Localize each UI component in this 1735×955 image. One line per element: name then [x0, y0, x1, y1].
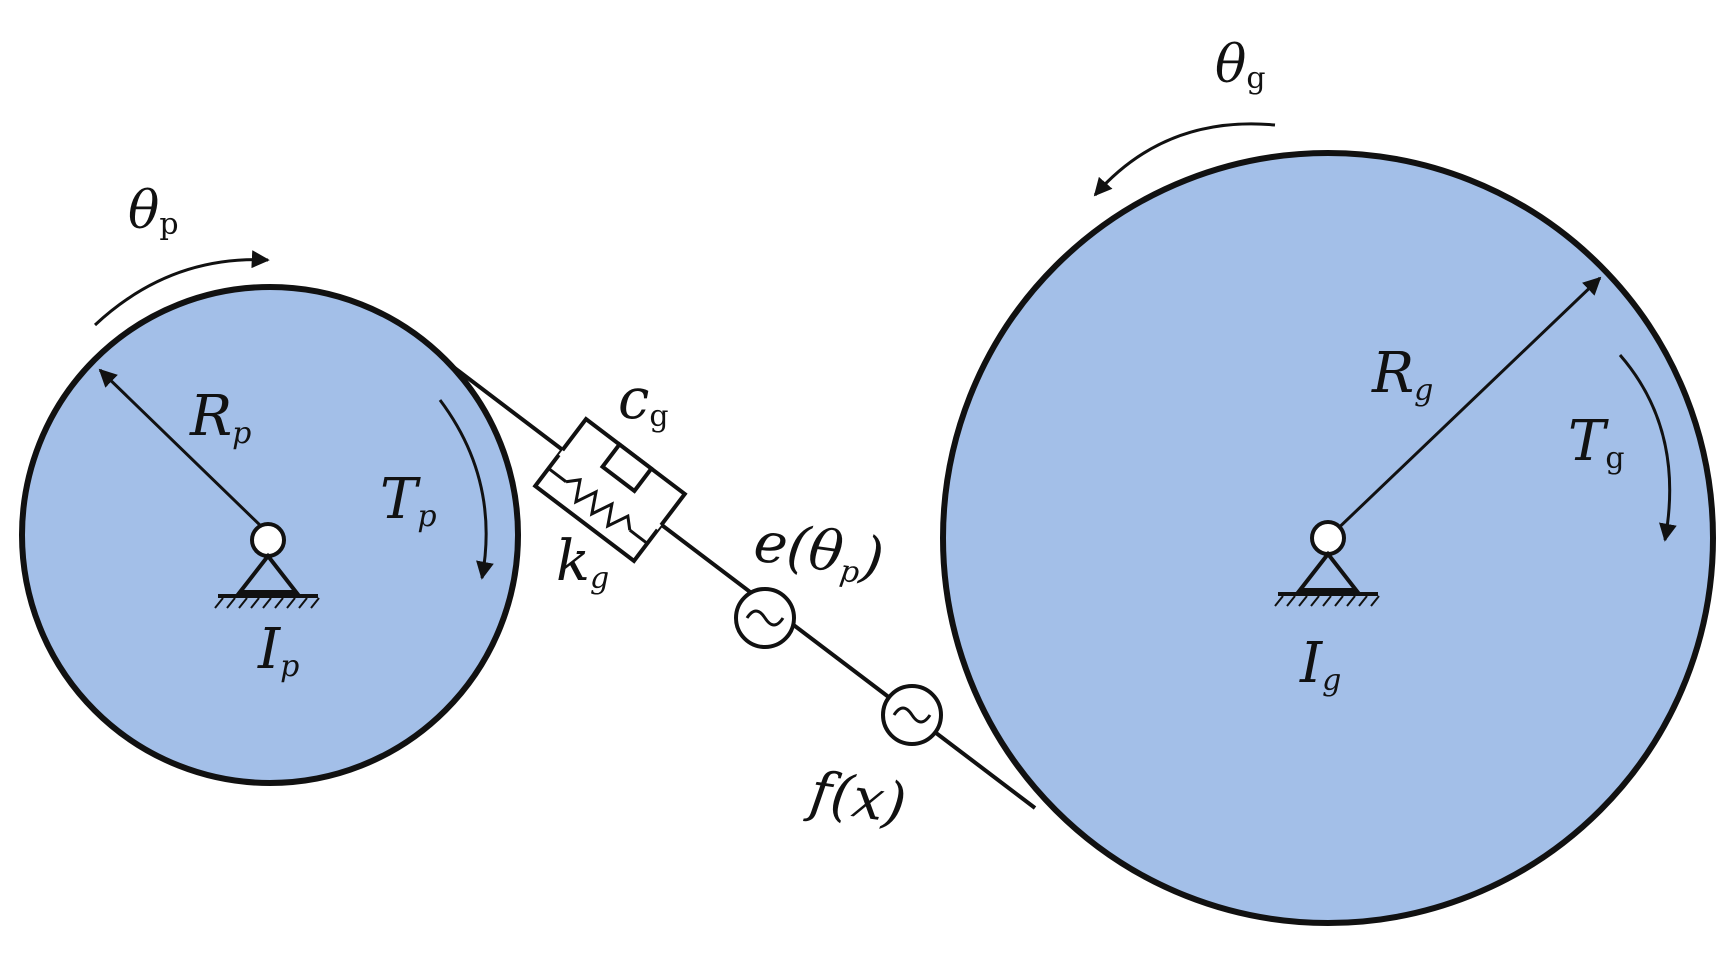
label-inertia-g: Ig [1299, 631, 1341, 698]
pinion-pivot-support [214, 522, 320, 609]
label-theta-g: θg [1215, 35, 1266, 96]
label-error-excitation: e(θp) [750, 509, 888, 593]
label-backlash-function: f(x) [802, 759, 910, 837]
theta-p-rotation-arrow [93, 250, 270, 327]
torque-g-arrow [1618, 354, 1677, 542]
line-of-action [450, 364, 1037, 810]
damper-piston [599, 441, 655, 494]
label-torque-p: Tp [380, 467, 437, 534]
theta-g-rotation-arrow [1093, 122, 1276, 197]
error-excitation-source [734, 587, 796, 649]
torque-p-arrow [438, 399, 494, 580]
gear-radius-arrow [1326, 276, 1602, 540]
label-radius-p: Rp [189, 384, 251, 451]
label-theta-p: θp [128, 181, 179, 242]
backlash-excitation-source [881, 684, 943, 746]
label-radius-g: Rg [1371, 341, 1433, 408]
gear-pivot-support [1274, 520, 1380, 607]
label-torque-g: Tg [1568, 409, 1625, 476]
spring-damper-element [532, 416, 688, 564]
label-damping-cg: cg [618, 367, 669, 434]
label-inertia-p: Ip [257, 617, 299, 684]
spring-coil [565, 478, 632, 531]
pinion-radius-arrow [98, 368, 267, 532]
label-stiffness-kg: kg [556, 529, 609, 596]
